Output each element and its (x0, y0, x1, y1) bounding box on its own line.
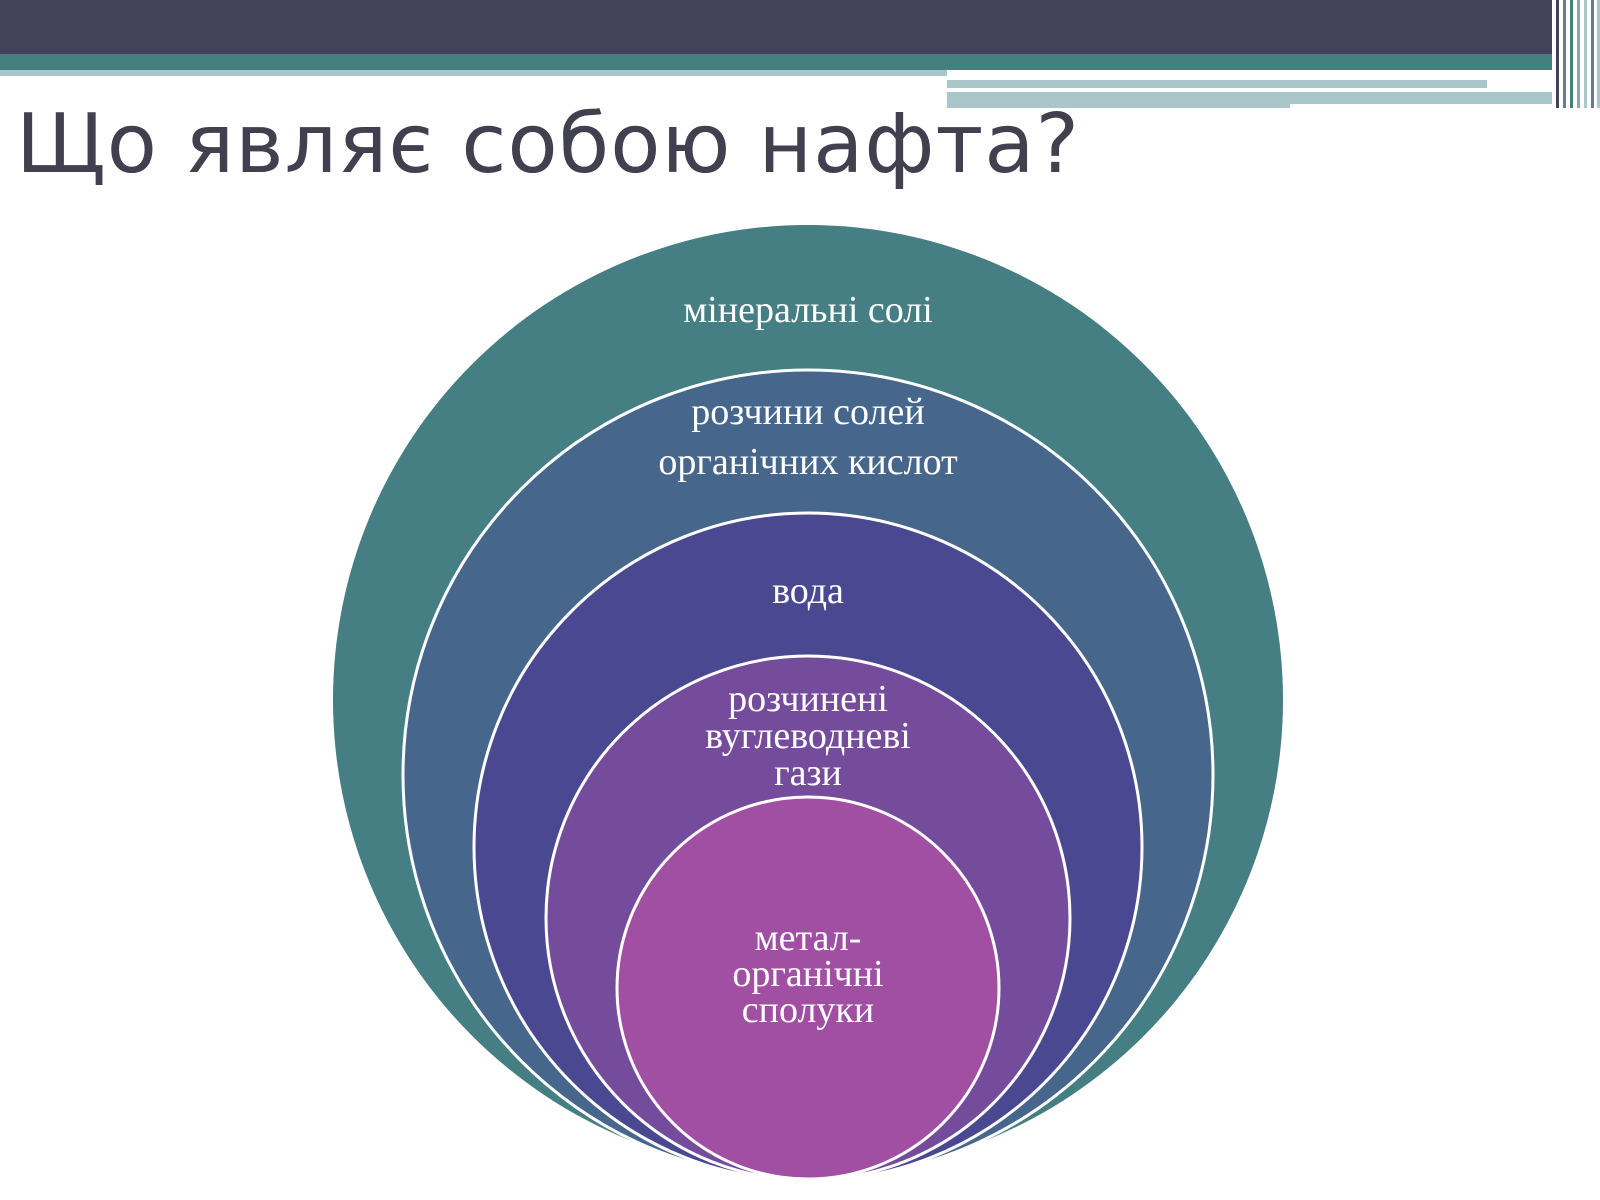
header-pale-strip (0, 70, 947, 76)
ring-dissolved-gases-label: гази (774, 752, 842, 794)
ring-water-label: вода (772, 570, 844, 612)
ring-organic-acid-solutions-label: розчини солей (691, 391, 924, 433)
ring-metal-organic-compounds (615, 795, 1001, 1181)
ring-organic-acid-solutions-label: органічних кислот (658, 441, 958, 483)
ring-dissolved-gases-label: розчинені (728, 678, 888, 720)
header-accent-strip (0, 54, 1600, 70)
header-pale-strip-lower (947, 92, 1290, 108)
slide-title: Що являє собою нафта? (16, 97, 1080, 192)
header-pale-strip-lower-right (1290, 92, 1560, 104)
decorative-vertical-lines (1552, 0, 1600, 108)
ring-metal-organic-compounds-label: метал- (755, 917, 862, 959)
ring-metal-organic-compounds-label: органічні (732, 953, 883, 995)
ring-metal-organic-compounds-label: сполуки (742, 989, 874, 1031)
ring-mineral-salts-label: мінеральні солі (683, 289, 933, 331)
ring-dissolved-gases-label: вуглеводневі (705, 715, 911, 757)
header-pale-strip-right (947, 80, 1487, 88)
header-band (0, 0, 1600, 54)
